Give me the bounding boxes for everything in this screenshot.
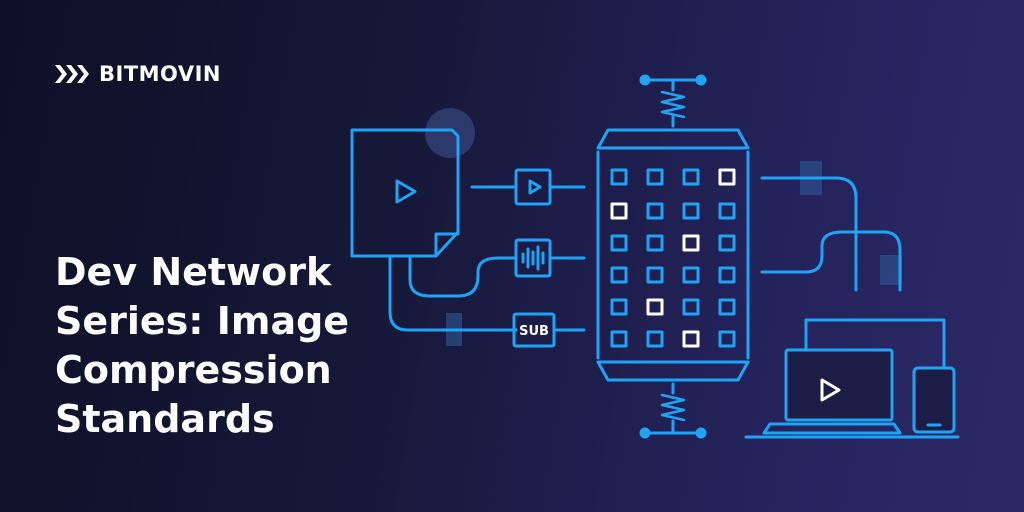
monitor-icon	[804, 318, 946, 372]
spring-icon-bottom	[639, 382, 707, 439]
play-icon	[395, 179, 417, 204]
video-file-icon	[350, 108, 475, 258]
audio-waveform-icon	[514, 238, 552, 278]
connector-out-top	[760, 176, 858, 292]
brand-logo: BITMOVIN	[55, 62, 221, 86]
bitmovin-logo-icon	[55, 65, 89, 83]
title-line-1: Dev Network	[55, 250, 332, 294]
page-title: Dev Network Series: Image Compression St…	[55, 248, 415, 444]
brand-name: BITMOVIN	[99, 62, 221, 86]
play-icon	[528, 179, 542, 195]
laptop-icon	[762, 348, 902, 435]
connector-audio	[408, 256, 518, 298]
accent-square-right	[880, 255, 902, 285]
connector-subtitles	[388, 256, 518, 332]
subtitle-label: SUB	[519, 324, 549, 339]
spring-icon	[639, 74, 707, 128]
pixel-grid	[610, 168, 736, 348]
title-line-2: Series: Image	[55, 299, 350, 343]
title-line-3: Compression	[55, 348, 332, 392]
connector-out-middle	[760, 230, 902, 292]
phone-icon	[912, 366, 956, 434]
video-track-box	[514, 168, 552, 206]
compression-press-icon	[596, 128, 750, 150]
title-line-4: Standards	[55, 397, 275, 441]
